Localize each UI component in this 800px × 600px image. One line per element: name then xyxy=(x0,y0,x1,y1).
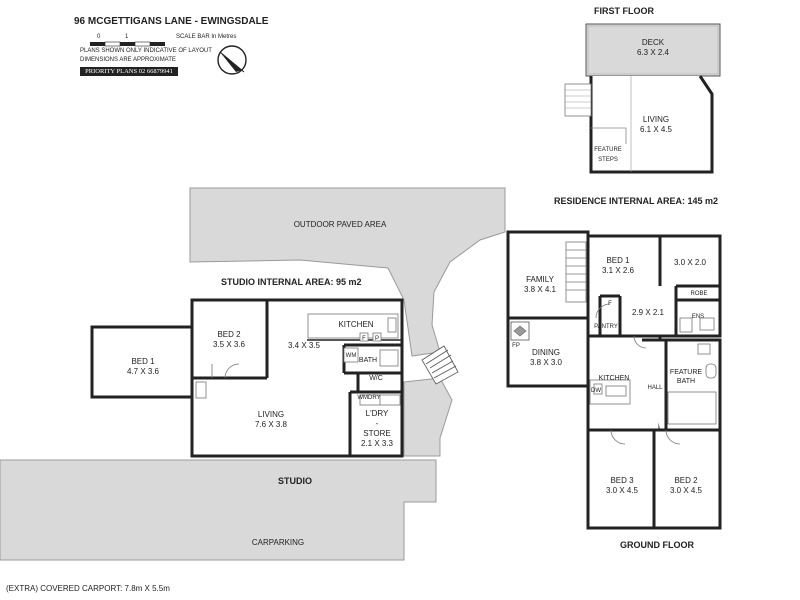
residence-area-title: RESIDENCE INTERNAL AREA: 145 m2 xyxy=(554,196,719,206)
robe-label: ROBE xyxy=(690,291,708,297)
carport-area xyxy=(0,459,437,561)
residence-fixtures xyxy=(510,241,717,445)
studio-kitchen-label: KITCHEN xyxy=(338,320,374,329)
studio-area-title: STUDIO INTERNAL AREA: 95 m2 xyxy=(221,277,362,287)
deck xyxy=(585,23,721,77)
pantry-label: PANTRY xyxy=(594,324,618,330)
dishwasher-label: DW xyxy=(591,388,601,394)
scale-zero-label: 0 xyxy=(97,34,101,40)
scale-one-label: 1 xyxy=(125,34,129,40)
path-to-stairs xyxy=(403,377,453,457)
residence-walls xyxy=(506,230,722,530)
ens-label: ENS xyxy=(691,314,705,320)
studio-wc-label: W/C xyxy=(369,375,383,382)
first-floor-plan xyxy=(564,23,721,174)
fireplace-label: FP xyxy=(512,343,520,349)
north-compass xyxy=(217,45,247,75)
studio-stairs xyxy=(421,345,459,385)
studio-wmdry-label: WMDRY xyxy=(357,395,381,401)
paved-areas xyxy=(0,187,506,561)
studio-room-dim-label: 3.4 X 3.5 xyxy=(287,341,321,350)
res-room-dim-label: 3.0 X 2.0 xyxy=(673,258,707,267)
outdoor-paved-area xyxy=(189,187,506,357)
studio-bath-label: BATH xyxy=(358,357,378,364)
studio-fridge-label: F xyxy=(362,336,366,342)
carparking-label: CARPARKING xyxy=(251,538,305,547)
first-floor-title: FIRST FLOOR xyxy=(594,6,654,16)
res-kitchen-label: KITCHEN xyxy=(598,375,630,382)
company-badge: PRIORITY PLANS 02 66879941 xyxy=(80,67,178,76)
res-fridge-label: F xyxy=(608,301,612,307)
hall-label: HALL xyxy=(647,385,663,391)
studio-fixtures xyxy=(195,313,401,406)
res-hall-dim-label: 2.9 X 2.1 xyxy=(631,308,665,317)
scale-bar xyxy=(90,41,165,47)
address-title: 96 MCGETTIGANS LANE - EWINGSDALE xyxy=(74,16,269,27)
disclaimer-line-1: PLANS SHOWN ONLY INDICATIVE OF LAYOUT xyxy=(80,48,212,54)
ground-floor-title: GROUND FLOOR xyxy=(620,540,694,550)
carport-note: (EXTRA) COVERED CARPORT: 7.8m X 5.5m xyxy=(6,584,170,593)
studio-wm-label: WM xyxy=(345,353,357,359)
scale-bar-label: SCALE BAR In Metres xyxy=(176,34,237,40)
outdoor-paved-label: OUTDOOR PAVED AREA xyxy=(293,220,387,229)
disclaimer-line-2: DIMENSIONS ARE APPROXIMATE xyxy=(80,57,176,63)
studio-title: STUDIO xyxy=(278,476,313,486)
studio-walls xyxy=(90,298,404,458)
studio-pantry-label: P xyxy=(374,336,380,342)
